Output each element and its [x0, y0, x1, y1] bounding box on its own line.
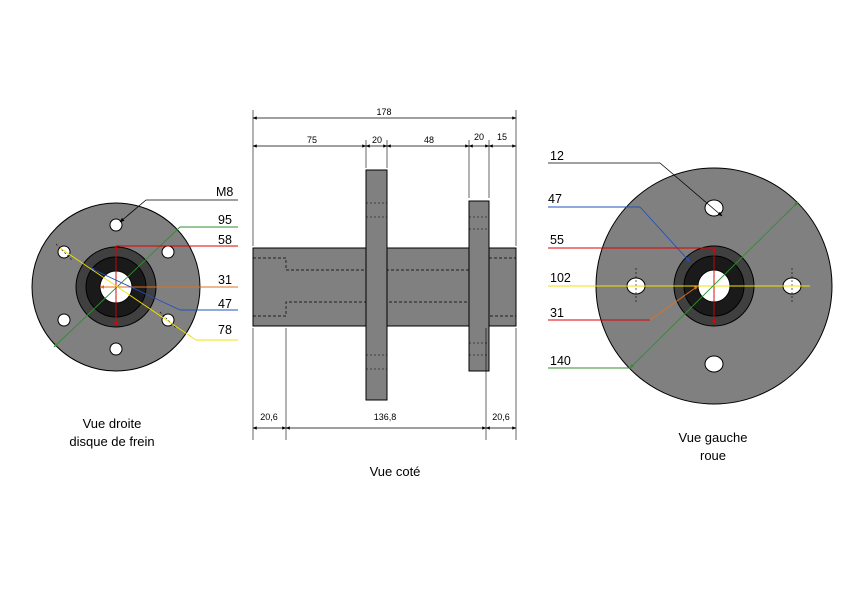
- dim-total: 178: [376, 107, 391, 117]
- label-58: 58: [218, 233, 232, 247]
- dim-15: 15: [497, 132, 507, 142]
- side-view: 178 75 20 48 20 15 20,6 136,8 20,6 Vue c…: [252, 107, 517, 479]
- label-55: 55: [550, 233, 564, 247]
- dim-20-6-right: 20,6: [492, 412, 510, 422]
- flange-wheel: [468, 200, 490, 372]
- left-bolt-hole: [109, 218, 123, 232]
- caption-right-line1: Vue gauche: [679, 430, 748, 445]
- right-bolt-hole: [704, 199, 724, 217]
- label-m8: M8: [216, 185, 233, 199]
- left-bolt-hole: [109, 342, 123, 356]
- dim-20a: 20: [372, 135, 382, 145]
- right-view: 12 47 55 102 31 140 Vue gauche roue: [548, 149, 833, 463]
- caption-side: Vue coté: [370, 464, 421, 479]
- right-bolt-hole: [704, 355, 724, 373]
- dim-20-6-left: 20,6: [260, 412, 278, 422]
- label-95: 95: [218, 213, 232, 227]
- flange-disc: [365, 169, 388, 401]
- label-12: 12: [550, 149, 564, 163]
- left-bolt-hole: [161, 245, 175, 259]
- label-102: 102: [550, 271, 571, 285]
- left-bolt-hole: [57, 313, 71, 327]
- caption-right-line2: roue: [700, 448, 726, 463]
- label-140: 140: [550, 354, 571, 368]
- dim-75: 75: [307, 135, 317, 145]
- caption-left-line2: disque de frein: [69, 434, 154, 449]
- label-31r: 31: [550, 306, 564, 320]
- left-view: M8 95 58 31 47 78 Vue droite disque de f…: [31, 185, 238, 449]
- label-47r: 47: [548, 192, 562, 206]
- caption-left-line1: Vue droite: [83, 416, 142, 431]
- dim-20b: 20: [474, 132, 484, 142]
- label-31: 31: [218, 273, 232, 287]
- label-47: 47: [218, 297, 232, 311]
- dim-48: 48: [424, 135, 434, 145]
- label-78: 78: [218, 323, 232, 337]
- dim-136-8: 136,8: [374, 412, 397, 422]
